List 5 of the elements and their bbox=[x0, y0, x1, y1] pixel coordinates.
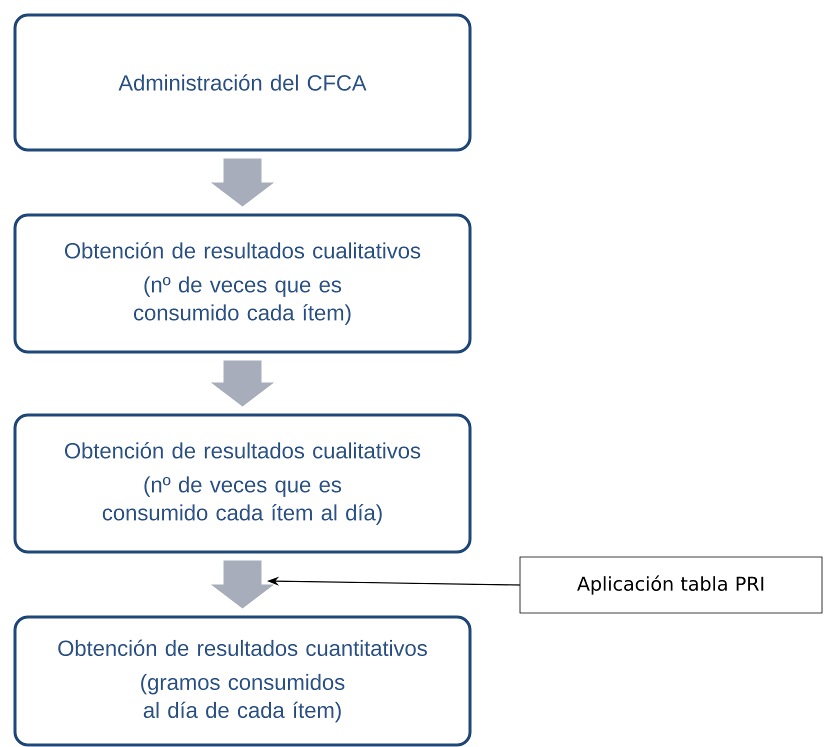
process-box: Obtención de resultados cualitativos (nº de veces que es consumido cada ítem al día) bbox=[14, 414, 472, 554]
process-box: Administración del CFCA bbox=[14, 14, 472, 152]
label-box: Aplicación tabla PRI bbox=[520, 556, 822, 614]
process-box: Obtención de resultados cuantitativos (gramos consumidos al día de cada ítem) bbox=[14, 616, 472, 746]
process-box: Obtención de resultados cualitativos (nº de veces que es consumido cada ítem) bbox=[14, 214, 472, 354]
